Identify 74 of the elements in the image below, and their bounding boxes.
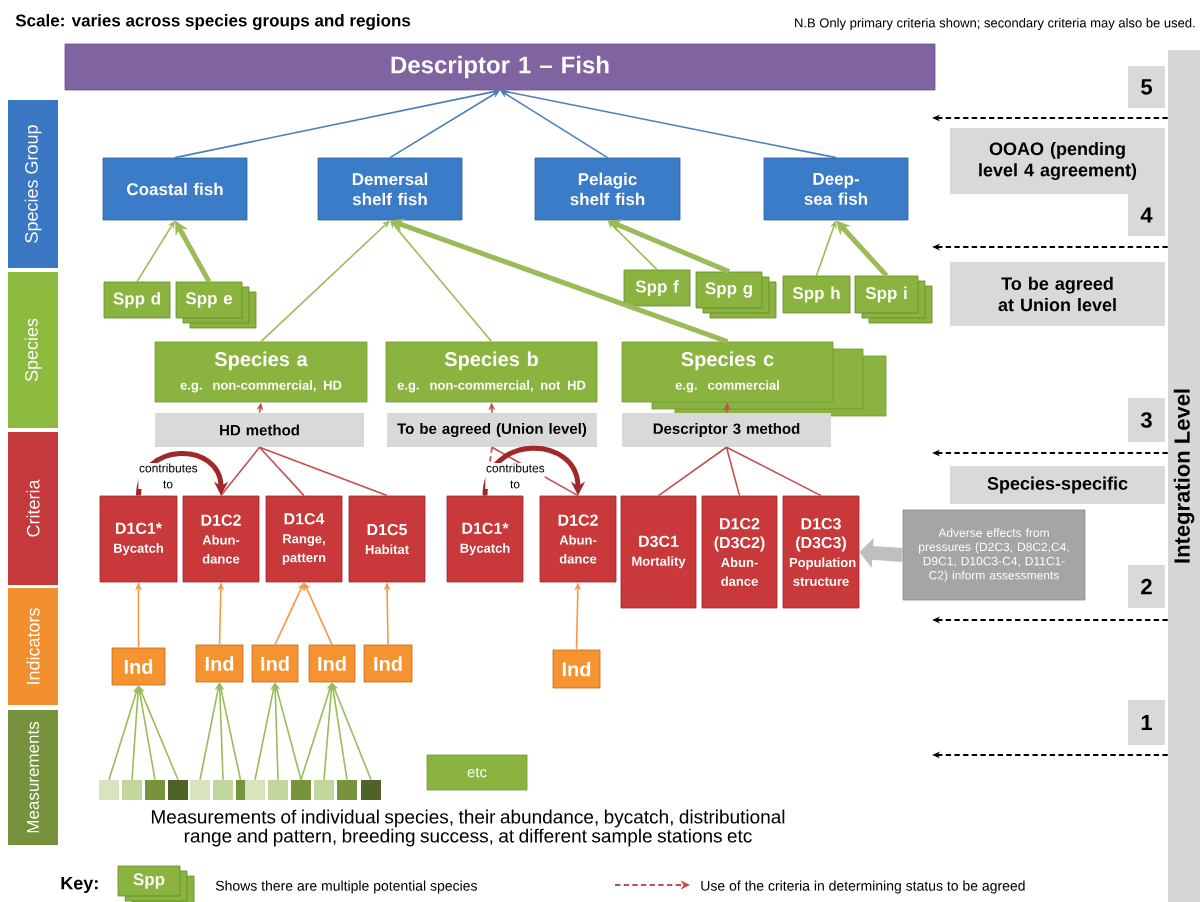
note-text: N.B Only primary criteria shown; secondary criteria may also be used.	[795, 17, 1195, 31]
etc-box: etc	[426, 754, 528, 791]
species-box: Species a e.g. non-commercial, HD	[154, 341, 368, 403]
method-band: To be agreed (Union level)	[387, 413, 597, 447]
measurement-square	[337, 780, 357, 800]
measurement-square	[291, 780, 311, 800]
group-box: Demersal shelf fish	[317, 157, 463, 221]
key-label: Key:	[61, 876, 98, 894]
arrow	[389, 90, 500, 159]
indicator-box: Ind	[552, 649, 601, 689]
arrow	[500, 90, 609, 159]
arrow	[482, 445, 586, 496]
level-number: 3	[1128, 398, 1165, 442]
indicator-box: Ind	[251, 644, 299, 683]
edge-label: contributes to	[485, 462, 545, 490]
criterion-box: D3C1 Mortality	[620, 495, 697, 609]
species-box: Species b e.g. non-commercial, not HD	[385, 341, 598, 403]
measurement-square	[145, 780, 165, 800]
stacked-species-box: Spp g	[695, 271, 777, 319]
group-box: Coastal fish	[102, 157, 248, 221]
species-box: Spp d	[103, 281, 171, 319]
criterion-box: D1C1* Bycatch	[99, 495, 178, 583]
arrow	[260, 220, 390, 343]
criterion-box: D1C2 Abun-dance	[182, 495, 260, 583]
method-band: Descriptor 3 method	[622, 413, 831, 447]
arrow	[136, 451, 229, 496]
category-band: Measurements	[8, 710, 58, 845]
note-box: Adverse effects from pressures (D2C3, D8C2,C4, D9C1, D10C3-C4, D11C1-C2) inform assessments	[902, 509, 1086, 601]
description-text: Measurements of individual species, their abundance, bycatch, distributional range and pattern, breeding success, at different sample stations etc	[151, 809, 785, 847]
measurement-square	[245, 780, 265, 800]
arrow	[174, 88, 500, 159]
level-box: To be agreed at Union level	[950, 262, 1165, 326]
level-number: 5	[1128, 66, 1165, 108]
category-band: Indicators	[8, 588, 58, 705]
measurement-square	[122, 780, 142, 800]
criterion-box: D1C4 Range, pattern	[265, 495, 343, 583]
level-number: 1	[1128, 700, 1165, 745]
indicator-box: Ind	[308, 644, 356, 683]
measurement-square	[190, 780, 210, 800]
measurement-square	[236, 780, 245, 800]
title-bar: Descriptor 1 – Fish	[64, 43, 936, 91]
group-box: Deep-sea fish	[763, 157, 909, 221]
legend-text: Shows there are multiple potential species	[215, 880, 477, 894]
measurement-square	[168, 780, 188, 800]
stacked-species-box: Spp	[117, 865, 195, 902]
edge-label: contributes to	[138, 462, 198, 490]
category-band: Criteria	[8, 432, 58, 585]
criterion-box: D1C5 Habitat	[348, 495, 426, 583]
level-bar: Integration Level	[1168, 50, 1200, 902]
method-band: HD method	[155, 413, 364, 447]
measurement-square	[268, 780, 288, 800]
species-box: Spp h	[782, 275, 851, 314]
measurement-square	[99, 780, 119, 800]
species-box: Spp f	[623, 269, 691, 307]
indicator-box: Ind	[195, 644, 244, 683]
criterion-box: D1C1* Bycatch	[446, 495, 524, 583]
level-box: Species-specific	[950, 466, 1165, 504]
criterion-box: D1C3 (D3C3) Population structure	[782, 495, 860, 609]
stacked-species-box: Spp i	[854, 275, 933, 324]
level-number: 4	[1128, 194, 1165, 236]
group-box: Pelagic shelf fish	[534, 157, 681, 221]
criterion-box: D1C2 Abun-dance	[539, 495, 617, 583]
category-band: Species Group	[8, 100, 58, 268]
category-band: Species	[8, 272, 58, 428]
measurement-square	[361, 780, 381, 800]
level-number: 2	[1128, 565, 1165, 608]
criterion-box: D1C2 (D3C2) Abun-dance	[701, 495, 778, 609]
indicator-box: Ind	[363, 644, 413, 683]
measurement-square	[314, 780, 334, 800]
indicator-box: Ind	[111, 647, 166, 686]
stacked-species-box: Spp e	[175, 281, 257, 329]
measurement-square	[213, 780, 233, 800]
stacked-species-box: Species c e.g. commercial	[621, 341, 887, 417]
legend-text: Use of the criteria in determining status to be agreed	[701, 880, 1025, 894]
